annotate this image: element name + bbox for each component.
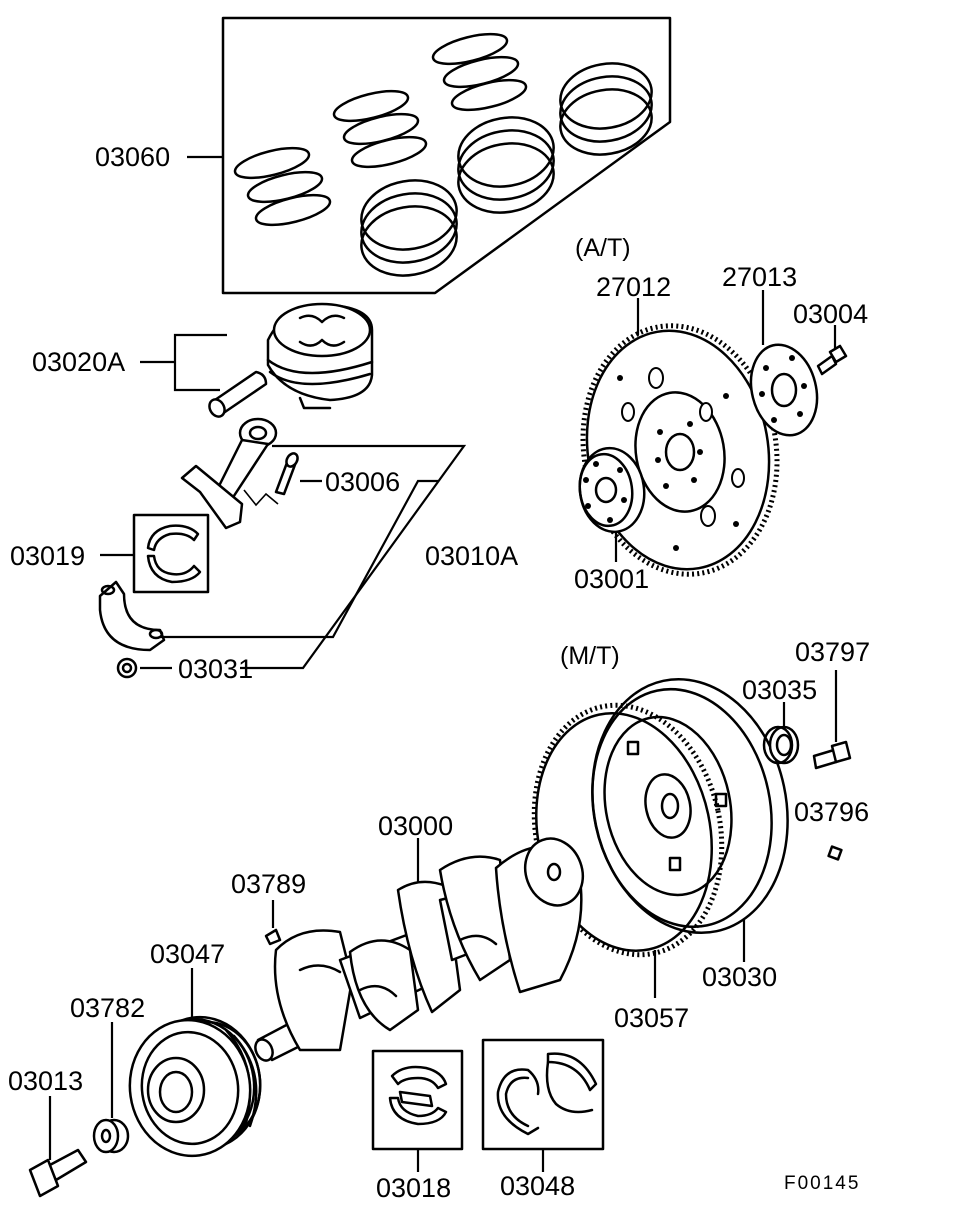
crank-pulley-icon — [128, 1015, 262, 1158]
bracket-03020a — [173, 333, 227, 392]
label-03035: 03035 — [742, 675, 817, 705]
label-03797: 03797 — [795, 637, 870, 667]
piston-icon — [266, 302, 374, 410]
piston-ring-group-6 — [559, 62, 653, 156]
flywheel-icon — [591, 677, 789, 935]
label-03020A: 03020A — [32, 347, 125, 377]
bolt-break-line — [243, 489, 279, 507]
piston-ring-group-2 — [332, 89, 428, 169]
label-03796: 03796 — [794, 797, 869, 827]
pulley-washer-icon — [92, 1118, 130, 1154]
label-03010A: 03010A — [425, 541, 518, 571]
pilot-bearing-icon — [762, 725, 800, 765]
piston-ring-set-box — [221, 16, 672, 295]
label-03004: 03004 — [793, 299, 868, 329]
label-03013: 03013 — [8, 1066, 83, 1096]
section-label-mt: (M/T) — [560, 642, 620, 670]
label-03006: 03006 — [325, 467, 400, 497]
crankshaft-icon — [254, 837, 585, 1062]
section-label-at: (A/T) — [575, 234, 631, 262]
piston-ring-group-1 — [233, 146, 332, 227]
piston-ring-group-4 — [360, 179, 458, 277]
rod-nut-icon — [116, 657, 138, 679]
label-03060: 03060 — [95, 142, 170, 172]
rod-bearing-box — [132, 513, 210, 594]
figure-code: F00145 — [784, 1173, 860, 1194]
connecting-rod-icon — [180, 417, 278, 530]
backing-plate-icon — [749, 343, 819, 437]
piston-ring-group-5 — [457, 116, 555, 214]
rod-cap-icon — [98, 580, 166, 652]
piston-pin-icon — [208, 370, 268, 418]
drive-plate-bolt-icon — [816, 344, 848, 376]
label-27013: 27013 — [722, 262, 797, 292]
label-03782: 03782 — [70, 993, 145, 1023]
label-03057: 03057 — [614, 1003, 689, 1033]
woodruff-key-icon — [264, 928, 282, 946]
label-03030: 03030 — [702, 962, 777, 992]
thrust-washer-box — [481, 1038, 605, 1151]
label-03047: 03047 — [150, 939, 225, 969]
rod-bolt-icon — [274, 452, 299, 496]
drive-plate-adapter-icon — [578, 446, 646, 534]
label-03001: 03001 — [574, 564, 649, 594]
label-03048: 03048 — [500, 1171, 575, 1201]
piston-ring-group-3 — [431, 32, 528, 112]
bracket-03010a — [240, 444, 467, 670]
pulley-bolt-icon — [28, 1148, 88, 1198]
label-03018: 03018 — [376, 1173, 451, 1203]
flywheel-bolt-icon — [812, 740, 852, 770]
dowel-pin-icon — [827, 845, 843, 861]
label-03789: 03789 — [231, 869, 306, 899]
label-03019: 03019 — [10, 541, 85, 571]
main-bearing-box — [371, 1049, 464, 1151]
bracket-03010a-inner — [160, 479, 438, 639]
label-03000: 03000 — [378, 811, 453, 841]
label-27012: 27012 — [596, 272, 671, 302]
